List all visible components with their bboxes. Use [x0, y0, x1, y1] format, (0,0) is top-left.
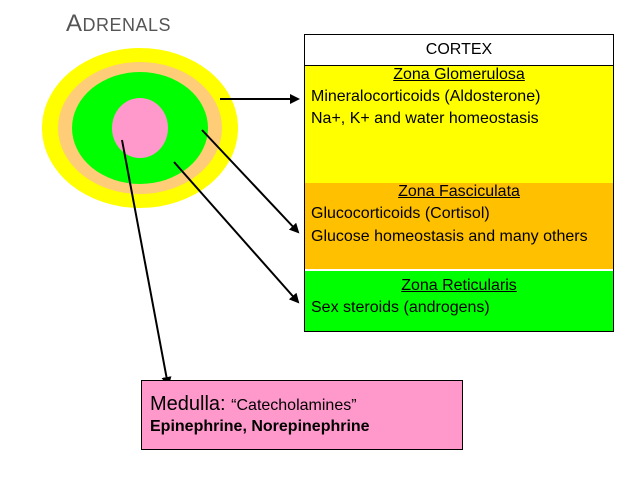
title-rest: DRENALS: [82, 15, 172, 35]
arrow-to-medulla: [121, 139, 172, 387]
cortex-heading: CORTEX: [305, 35, 613, 65]
zona-glomerulosa: Zona Glomerulosa Mineralocorticoids (Ald…: [305, 65, 613, 189]
zone-name: Zona Reticularis: [401, 277, 517, 294]
zone-line: Na+, K+ and water homeostasis: [311, 110, 539, 127]
title-initial: A: [66, 10, 83, 37]
zone-line: Mineralocorticoids (Aldosterone): [311, 88, 541, 105]
medulla-hormones: Epinephrine, Norepinephrine: [150, 418, 370, 435]
page-title: ADRENALS: [66, 10, 171, 38]
zone-name: Zona Fasciculata: [398, 183, 520, 200]
cortex-panel: CORTEX Zona Glomerulosa Mineralocorticoi…: [304, 34, 614, 332]
zone-line: Glucocorticoids (Cortisol): [311, 205, 490, 222]
zone-line: Glucose homeostasis and many others: [311, 228, 588, 245]
arrow-to-fasciculata: [201, 129, 300, 234]
zona-reticularis: Zona Reticularis Sex steroids (androgens…: [305, 271, 613, 331]
zone-line: Sex steroids (androgens): [311, 299, 490, 316]
zona-fasciculata: Zona Fasciculata Glucocorticoids (Cortis…: [305, 183, 613, 269]
zone-name: Zona Glomerulosa: [393, 66, 525, 83]
arrow-to-reticularis: [173, 161, 300, 304]
medulla-core: [112, 98, 168, 158]
medulla-box: Medulla: “Catecholamines” Epinephrine, N…: [141, 380, 463, 450]
medulla-quote: “Catecholamines”: [231, 397, 357, 414]
medulla-label: Medulla:: [150, 393, 232, 415]
